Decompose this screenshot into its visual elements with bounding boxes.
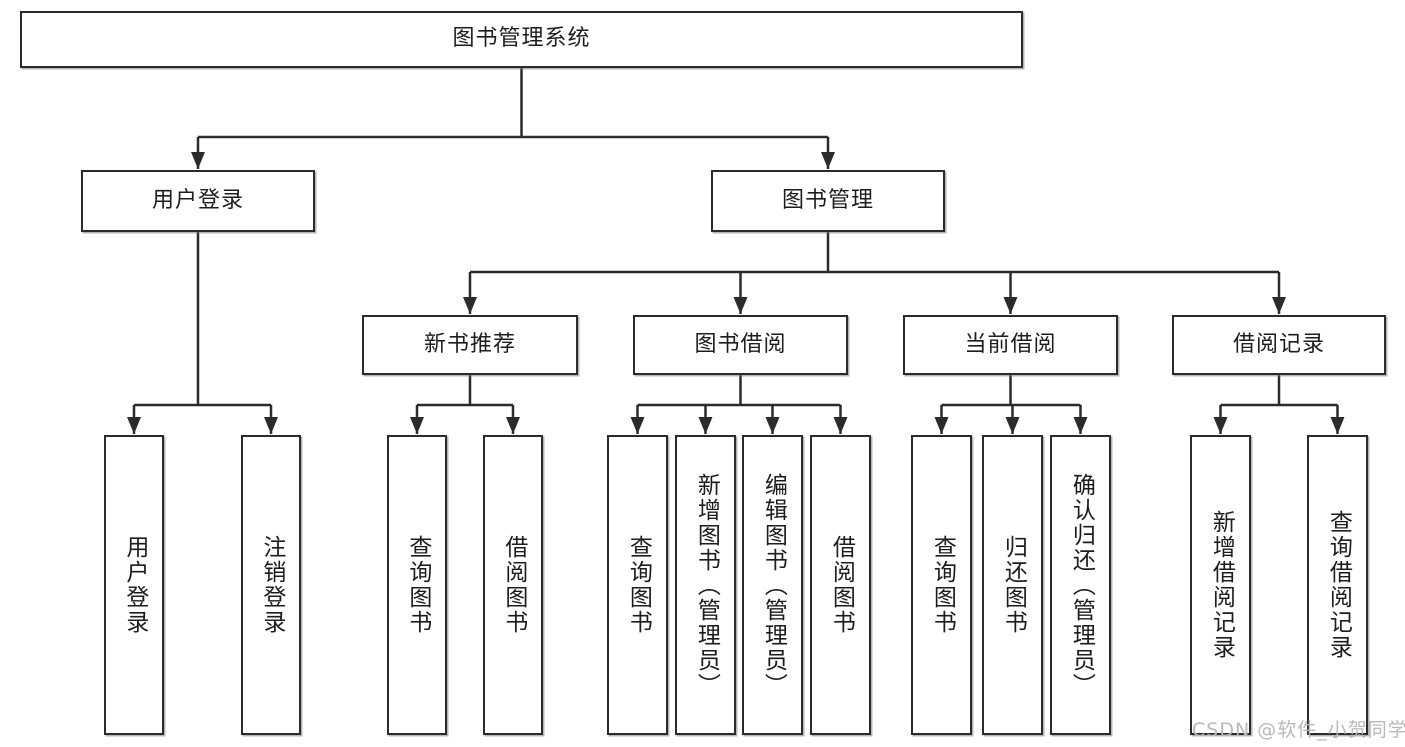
node-label: 借阅记录 — [1232, 331, 1325, 357]
node-l3_2: 当前借阅 — [903, 315, 1118, 375]
node-label: 查询图书 — [625, 535, 652, 635]
node-label: 查询图书 — [929, 535, 956, 635]
node-leaf_11: 新增借阅记录 — [1190, 435, 1251, 735]
node-l3_1: 图书借阅 — [633, 315, 848, 375]
node-leaf_4: 查询图书 — [607, 435, 668, 735]
node-leaf_2: 查询图书 — [387, 435, 447, 735]
node-leaf_0: 用户登录 — [104, 435, 164, 735]
node-label: 归还图书 — [1000, 535, 1027, 635]
node-label: 借阅图书 — [828, 535, 855, 635]
node-label: 图书管理系统 — [452, 26, 591, 52]
node-label: 新书推荐 — [423, 331, 516, 357]
node-label: 查询借阅记录 — [1325, 510, 1352, 660]
node-leaf_12: 查询借阅记录 — [1307, 435, 1368, 735]
node-label: 用户登录 — [121, 535, 148, 635]
node-label: 新增借阅记录 — [1208, 510, 1235, 660]
node-label: 注销登录 — [258, 535, 285, 635]
node-root: 图书管理系统 — [20, 11, 1023, 68]
node-leaf_8: 查询图书 — [911, 435, 972, 735]
node-leaf_5: 新增图书（管理员） — [675, 435, 736, 735]
node-label: 确认归还（管理员） — [1068, 472, 1095, 698]
node-label: 图书借阅 — [694, 331, 787, 357]
node-leaf_3: 借阅图书 — [483, 435, 543, 735]
node-leaf_10: 确认归还（管理员） — [1050, 435, 1111, 735]
node-l3_3: 借阅记录 — [1172, 315, 1386, 375]
node-l3_0: 新书推荐 — [362, 315, 578, 375]
node-leaf_9: 归还图书 — [982, 435, 1043, 735]
node-l2_0: 用户登录 — [81, 170, 315, 232]
node-label: 查询图书 — [404, 535, 431, 635]
node-label: 借阅图书 — [500, 535, 527, 635]
node-l2_1: 图书管理 — [711, 170, 945, 232]
node-leaf_7: 借阅图书 — [810, 435, 871, 735]
node-leaf_1: 注销登录 — [241, 435, 301, 735]
node-label: 图书管理 — [781, 187, 874, 213]
node-label: 当前借阅 — [964, 331, 1057, 357]
node-label: 新增图书（管理员） — [693, 472, 720, 698]
node-leaf_6: 编辑图书（管理员） — [742, 435, 803, 735]
node-label: 用户登录 — [151, 187, 244, 213]
node-label: 编辑图书（管理员） — [760, 472, 787, 698]
watermark-label: CSDN @软件_小贺同学 — [1192, 719, 1405, 741]
